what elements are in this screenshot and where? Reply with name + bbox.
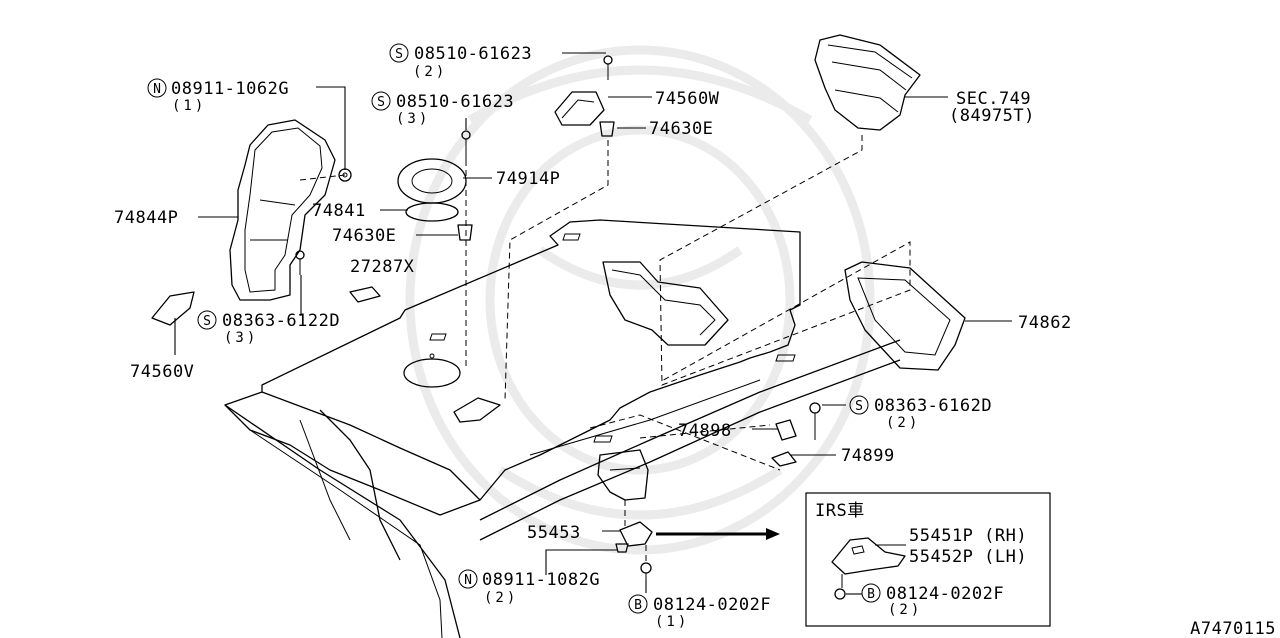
callout-c3: 74630E [649,119,713,139]
part-number: 74560V [130,362,194,382]
callout-c14: 74560V [130,362,194,382]
rear-floor-panel [224,219,901,638]
callout-prefix: B [867,587,875,602]
bracket-74560v [151,291,195,326]
inset-part-i2: 55452P (LH) [909,547,1027,567]
part-number: 27287X [350,257,415,277]
grommet-74560w [554,91,605,126]
part-quantity: (1) [655,614,689,630]
callout-c5: S 08510-61623 (3) [371,91,514,127]
diff-mount-bracket [831,537,906,600]
clip-74898 [775,419,797,441]
part-number: 74898 [678,421,732,441]
bracket-55453 [615,521,653,553]
callout-c8: 74844P [114,208,178,228]
screw-08363-6122d [295,250,305,275]
part-number: 55451P (RH) [909,526,1027,546]
part-number: 74630E [332,226,396,246]
part-number: 74841 [312,201,366,221]
part-quantity: (3) [224,330,258,346]
part-number: 08510-61623 [396,92,514,112]
part-number: 08363-6122D [222,311,340,331]
clip-74630e-top [599,121,615,137]
diagram-id: A7470115 [1190,619,1276,638]
callout-c20: B 08124-0202F (1) [628,594,771,630]
part-number: 74630E [649,119,713,139]
callout-c6: SEC.749 (84975T) [949,89,1035,126]
leader-lines [174,52,1012,593]
bolt-08510 [461,55,613,160]
inset-part-i3: B 08124-0202F (2) [861,583,1004,618]
callout-c16: 74898 [678,421,732,441]
screw-08363-6162d [809,402,821,440]
part-quantity: (3) [396,111,430,127]
part-number: 74862 [1018,313,1072,333]
part-number: 08510-61623 [414,44,532,64]
callout-c9: 74841 [312,201,366,221]
part-number: 08911-1062G [171,79,289,99]
callout-prefix: S [377,95,385,110]
callout-c18: 55453 [527,523,581,543]
callout-prefix: N [153,82,161,97]
part-number: SEC.749 [956,89,1031,109]
part-quantity: (84975T) [949,106,1035,126]
part-number: 74899 [841,446,895,466]
callout-prefix: B [634,598,642,613]
part-number: 55452P (LH) [909,547,1027,567]
tray-74862 [844,261,966,371]
part-number: 74560W [655,89,720,109]
callout-c7: 74914P [496,169,560,189]
part-number: 08363-6162D [874,396,992,416]
part-quantity: (2) [413,64,447,80]
callout-c1: S 08510-61623 (2) [389,43,532,80]
spare-tire-well-sec749 [814,34,921,131]
part-quantity: (1) [172,98,206,114]
part-number: 08124-0202F [653,595,771,615]
part-number: 55453 [527,523,581,543]
callout-c4: N 08911-1062G (1) [147,78,289,114]
callout-prefix: S [395,47,403,62]
callout-c15: S 08363-6162D (2) [849,395,992,431]
callout-c12: S 08363-6122D (3) [197,310,340,346]
callout-prefix: S [203,314,211,329]
callout-c10: 74630E [332,226,396,246]
label-27287x [349,286,381,303]
inset-part-i1: 55451P (RH) [909,526,1027,546]
arrow-to-inset [656,528,780,540]
callout-c11: 27287X [350,257,415,277]
clip-74899 [771,451,797,467]
part-quantity: (2) [484,590,518,606]
callout-c13: 74862 [1018,313,1072,333]
callout-c2: 74560W [655,89,720,109]
callout-prefix: S [855,399,863,414]
callout-prefix: N [464,573,472,588]
callout-c19: N 08911-1082G (2) [458,569,600,606]
part-quantity: (2) [886,415,920,431]
assembly-lines [299,135,911,565]
inset-title: IRS車 [815,501,865,521]
part-number: 08124-0202F [886,584,1004,604]
callout-c17: 74899 [841,446,895,466]
part-number: 74844P [114,208,178,228]
part-quantity: (2) [888,602,922,618]
watermark-emblem [405,45,875,555]
irs-inset-box: IRS車 55451P (RH) 55452P (LH) B 08124-020… [805,492,1051,627]
part-number: 08911-1082G [482,570,600,590]
part-number: 74914P [496,169,560,189]
clip-74630e [457,224,473,241]
trim-74844p [229,119,336,301]
